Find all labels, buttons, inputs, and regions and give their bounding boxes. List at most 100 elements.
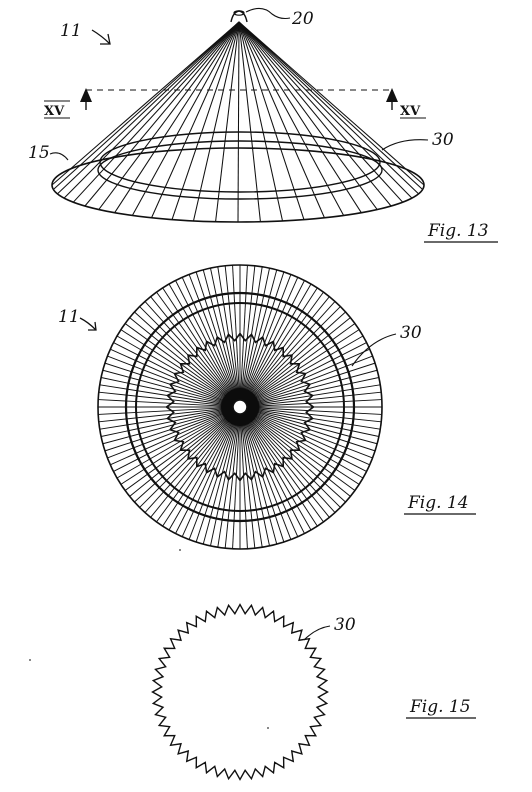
radial-spoke-line (247, 384, 381, 407)
radial-spoke-line (245, 311, 346, 403)
radial-spoke-line (247, 409, 373, 459)
radial-spoke-line (113, 410, 234, 472)
radial-spoke-line (232, 414, 241, 549)
radial-spoke-line (247, 409, 376, 452)
radial-spoke-line (247, 377, 379, 406)
radial-spoke-line (241, 268, 270, 400)
radial-spoke-line (246, 335, 364, 404)
radial-spoke-line (129, 317, 235, 403)
cone-spoke-line (237, 21, 240, 223)
scan-speck (29, 659, 31, 661)
radial-spoke-line (245, 411, 351, 497)
radial-spoke-line (224, 265, 240, 400)
radial-spoke-line (120, 410, 234, 485)
radial-spoke-line (150, 412, 236, 518)
cone-spoke-line (84, 21, 240, 207)
radial-spoke-line (241, 414, 270, 546)
radial-spoke-line (247, 407, 381, 430)
radial-spoke-line (139, 306, 235, 402)
radial-spoke-line (101, 408, 233, 437)
radial-spoke-line (243, 283, 312, 401)
radial-spoke-line (98, 391, 233, 407)
cone-spoke-line (238, 21, 413, 199)
cone-spoke-line (238, 21, 425, 186)
radial-spoke-line (247, 407, 382, 423)
radial-spoke-line (243, 413, 305, 534)
ring-30-outer-circle (124, 291, 356, 523)
reference-label-11: 11 (60, 21, 82, 41)
central-hole (232, 399, 248, 415)
outer-rim-circle (97, 264, 383, 550)
cone-spoke-lines (51, 21, 425, 223)
cone-spoke-line (215, 21, 240, 222)
reference-label-30-fig14: 30 (400, 323, 422, 343)
reference-arrow-11-fig14 (79, 317, 97, 331)
radial-spoke-line (247, 409, 370, 466)
radial-spoke-line (245, 317, 351, 403)
radial-spoke-line (232, 265, 241, 400)
radial-spoke-line (116, 335, 234, 404)
reference-label-20: 20 (291, 9, 314, 29)
cone-spoke-line (114, 21, 240, 213)
cone-spoke-line (238, 21, 305, 220)
radial-spoke-line (175, 413, 237, 534)
radial-spoke-line (102, 369, 233, 406)
radial-spoke-line (247, 369, 378, 406)
radial-spoke-line (110, 409, 233, 466)
radial-spoke-line (242, 414, 285, 543)
radial-spoke-line (162, 413, 237, 527)
radial-spoke-lines (98, 265, 382, 549)
cone-spoke-line (238, 21, 345, 216)
radial-spoke-line (242, 414, 292, 540)
radial-spoke-line (241, 414, 278, 545)
radial-spoke-line (244, 291, 324, 401)
cone-spoke-line (72, 21, 240, 203)
radial-spoke-line (242, 271, 285, 400)
radial-spoke-line (241, 269, 278, 400)
radial-spoke-line (168, 413, 237, 531)
radial-spoke-line (217, 266, 240, 400)
radial-spoke-line (224, 414, 240, 549)
radial-spoke-line (98, 406, 233, 415)
inner-ring-inner-line (97, 140, 383, 200)
section-label-left: XV (44, 104, 65, 119)
radial-spoke-line (240, 265, 256, 400)
radial-spoke-line (107, 409, 233, 459)
radial-spoke-line (240, 414, 263, 548)
radial-spoke-line (247, 355, 373, 405)
radial-spoke-line (99, 407, 233, 430)
radial-spoke-line (156, 291, 236, 401)
radial-spoke-line (243, 413, 318, 527)
radial-spoke-line (188, 274, 238, 400)
radial-spoke-line (247, 399, 382, 408)
radial-spoke-line (139, 412, 235, 508)
radial-spoke-line (247, 408, 379, 437)
radial-spoke-line (244, 412, 336, 513)
radial-spoke-line (247, 406, 382, 415)
reference-label-15: 15 (28, 143, 50, 163)
cone-spoke-line (238, 21, 392, 207)
radial-spoke-line (162, 287, 237, 401)
cone-apex-tip-top (233, 10, 245, 16)
radial-spoke-line (156, 413, 236, 523)
radial-spoke-line (210, 414, 239, 546)
radial-spoke-line (110, 348, 233, 405)
radial-spoke-line (246, 410, 364, 479)
radial-spoke-line (240, 414, 256, 549)
radial-spoke-line (116, 410, 234, 479)
radial-spoke-line (239, 414, 248, 549)
radial-spoke-line (202, 414, 239, 545)
radial-spoke-line (104, 362, 233, 405)
cone-spoke-line (238, 21, 419, 195)
radial-spoke-line (144, 412, 236, 513)
leader-line-30-fig13 (381, 139, 429, 151)
radial-spoke-line (144, 301, 236, 402)
radial-spoke-line (243, 280, 305, 401)
cone-apex-tip (230, 10, 248, 23)
cone-spoke-line (57, 21, 240, 195)
radial-spoke-line (104, 409, 233, 452)
radial-spoke-line (244, 412, 330, 518)
cone-spoke-line (238, 21, 284, 222)
cone-base-rim (51, 147, 425, 223)
